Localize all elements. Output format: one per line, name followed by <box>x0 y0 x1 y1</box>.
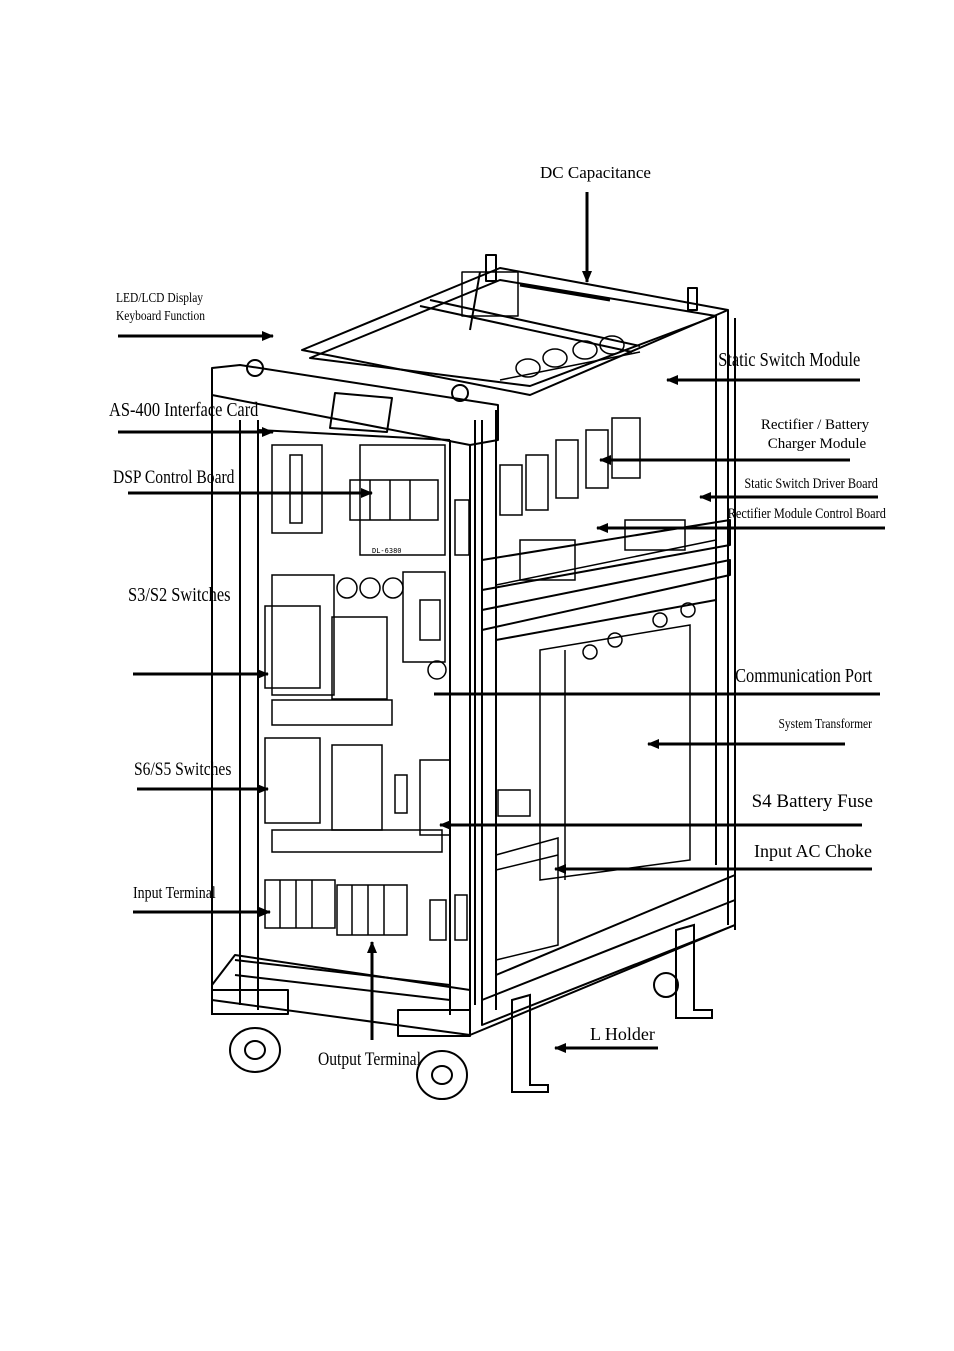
label-led-lcd-display: LED/LCD Display <box>116 291 204 306</box>
breakers-and-ports <box>264 571 451 853</box>
label-charger-module: Charger Module <box>767 436 867 452</box>
label-rectifier-module-control-board: Rectifier Module Control Board <box>727 506 886 522</box>
wheels-and-feet <box>229 923 736 1100</box>
label-input-ac-choke: Input AC Choke <box>753 841 872 861</box>
transformer-and-choke <box>495 602 696 961</box>
label-keyboard-function: Keyboard Function <box>116 309 205 324</box>
cabinet-frame <box>211 254 736 1037</box>
rectifier-modules <box>495 417 717 586</box>
label-static-switch-module: Static Switch Module <box>717 349 860 371</box>
label-s3-s2-switches: S3/S2 Switches <box>128 584 231 606</box>
control-boards <box>271 444 470 556</box>
label-system-transformer: System Transformer <box>778 717 872 732</box>
label-dc-capacitance: DC Capacitance <box>540 163 651 182</box>
label-input-terminal: Input Terminal <box>133 883 216 902</box>
label-l-holder: L Holder <box>590 1024 655 1044</box>
label-static-switch-driver-board: Static Switch Driver Board <box>744 476 878 492</box>
label-s6-s5-switches: S6/S5 Switches <box>134 759 232 780</box>
leader-lines <box>118 192 885 1053</box>
terminals <box>264 879 468 941</box>
label-dsp-control-board: DSP Control Board <box>113 467 235 488</box>
label-output-terminal: Output Terminal <box>318 1049 421 1070</box>
board-marking: DL-6380 <box>372 547 402 555</box>
dc-capacitors <box>499 335 641 381</box>
label-rectifier-battery: Rectifier / Battery <box>760 417 870 433</box>
label-as400-interface-card: AS-400 Interface Card <box>109 399 259 421</box>
label-communication-port: Communication Port <box>734 665 872 687</box>
label-s4-battery-fuse: S4 Battery Fuse <box>751 791 873 812</box>
